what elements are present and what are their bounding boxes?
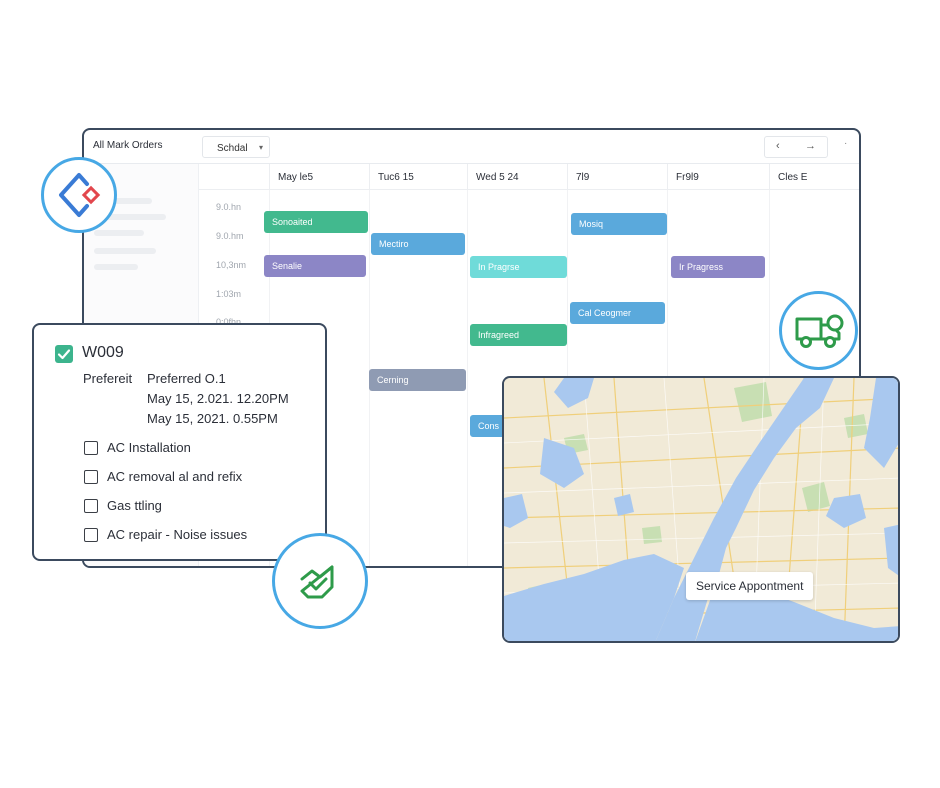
checkbox[interactable] <box>84 528 98 542</box>
date-range-start: May 15, 2.021. 12.20PM <box>147 391 289 406</box>
handshake-badge <box>272 533 368 629</box>
grid-line <box>467 190 468 566</box>
task-label: AC Installation <box>107 440 191 455</box>
work-order-card: W009 Prefereit Preferred O.1 May 15, 2.0… <box>32 323 327 561</box>
map-canvas[interactable] <box>504 378 900 643</box>
truck-badge <box>779 291 858 370</box>
event-block[interactable]: Sonoaited <box>264 211 368 233</box>
column-header[interactable]: Wed 5 24 <box>467 164 567 190</box>
app-logo-badge <box>41 157 117 233</box>
event-block[interactable]: Cons <box>470 415 510 437</box>
event-block[interactable]: Cal Ceogmer <box>570 302 665 324</box>
preferred-label: Prefereit <box>83 371 133 386</box>
event-block[interactable]: Infragreed <box>470 324 567 346</box>
time-label: 10,3nm <box>216 260 247 270</box>
column-header[interactable]: May le5 <box>269 164 369 190</box>
scheduler-title: All Mark Orders <box>93 140 163 151</box>
sidebar-placeholder <box>94 264 138 270</box>
sidebar-placeholder <box>94 248 156 254</box>
truck-icon <box>795 314 843 348</box>
column-header[interactable]: Fr9l9 <box>667 164 769 190</box>
date-range-end: May 15, 2021. 0.55PM <box>147 411 278 426</box>
task-label: AC removal al and refix <box>107 469 243 484</box>
checkbox[interactable] <box>84 470 98 484</box>
checkbox-checked-icon[interactable] <box>55 345 73 363</box>
sidebar-placeholder <box>94 198 152 204</box>
more-button[interactable]: · <box>844 138 848 149</box>
day-columns-header: May le5 Tuc6 15 Wed 5 24 7l9 Fr9l9 Cles … <box>199 164 859 190</box>
next-button[interactable]: → <box>805 140 816 152</box>
event-block[interactable]: Senalie <box>264 255 366 277</box>
handshake-icon <box>300 565 334 599</box>
sidebar-placeholder <box>94 214 166 220</box>
chevron-down-icon: ▾ <box>258 143 263 152</box>
checkbox[interactable] <box>84 499 98 513</box>
task-label: AC repair - Noise issues <box>107 527 248 542</box>
view-select-label: Schdal <box>217 143 248 154</box>
time-label: 9.0.hn <box>216 202 242 212</box>
scheduler-toolbar: All Mark Orders Schdal ▾ ‹ → · <box>84 130 859 164</box>
checkbox[interactable] <box>84 441 98 455</box>
column-header[interactable]: 7l9 <box>567 164 667 190</box>
event-block[interactable]: Ir Pragress <box>671 256 765 278</box>
column-header[interactable]: Tuc6 15 <box>369 164 467 190</box>
sidebar-placeholder <box>94 230 144 236</box>
map-panel[interactable]: Service Appontment <box>502 376 900 643</box>
app-logo-icon <box>59 173 101 217</box>
event-block[interactable]: Mosiq <box>571 213 667 235</box>
work-order-id: W009 <box>82 344 124 361</box>
event-block[interactable]: Cerning <box>369 369 466 391</box>
date-nav: ‹ → <box>764 136 828 158</box>
view-select[interactable]: Schdal ▾ <box>202 136 270 158</box>
event-block[interactable]: Mectiro <box>371 233 465 255</box>
map-tooltip[interactable]: Service Appontment <box>686 572 814 600</box>
time-label: 0:0fhn <box>216 317 242 327</box>
time-label: 1:03m <box>216 289 242 299</box>
event-block[interactable]: In Pragrse <box>470 256 567 278</box>
preferred-value: Preferred O.1 <box>147 371 226 386</box>
time-label: 9.0.hm <box>216 231 244 241</box>
prev-button[interactable]: ‹ <box>776 140 780 152</box>
task-label: Gas ttling <box>107 498 162 513</box>
column-header[interactable]: Cles E <box>769 164 859 190</box>
